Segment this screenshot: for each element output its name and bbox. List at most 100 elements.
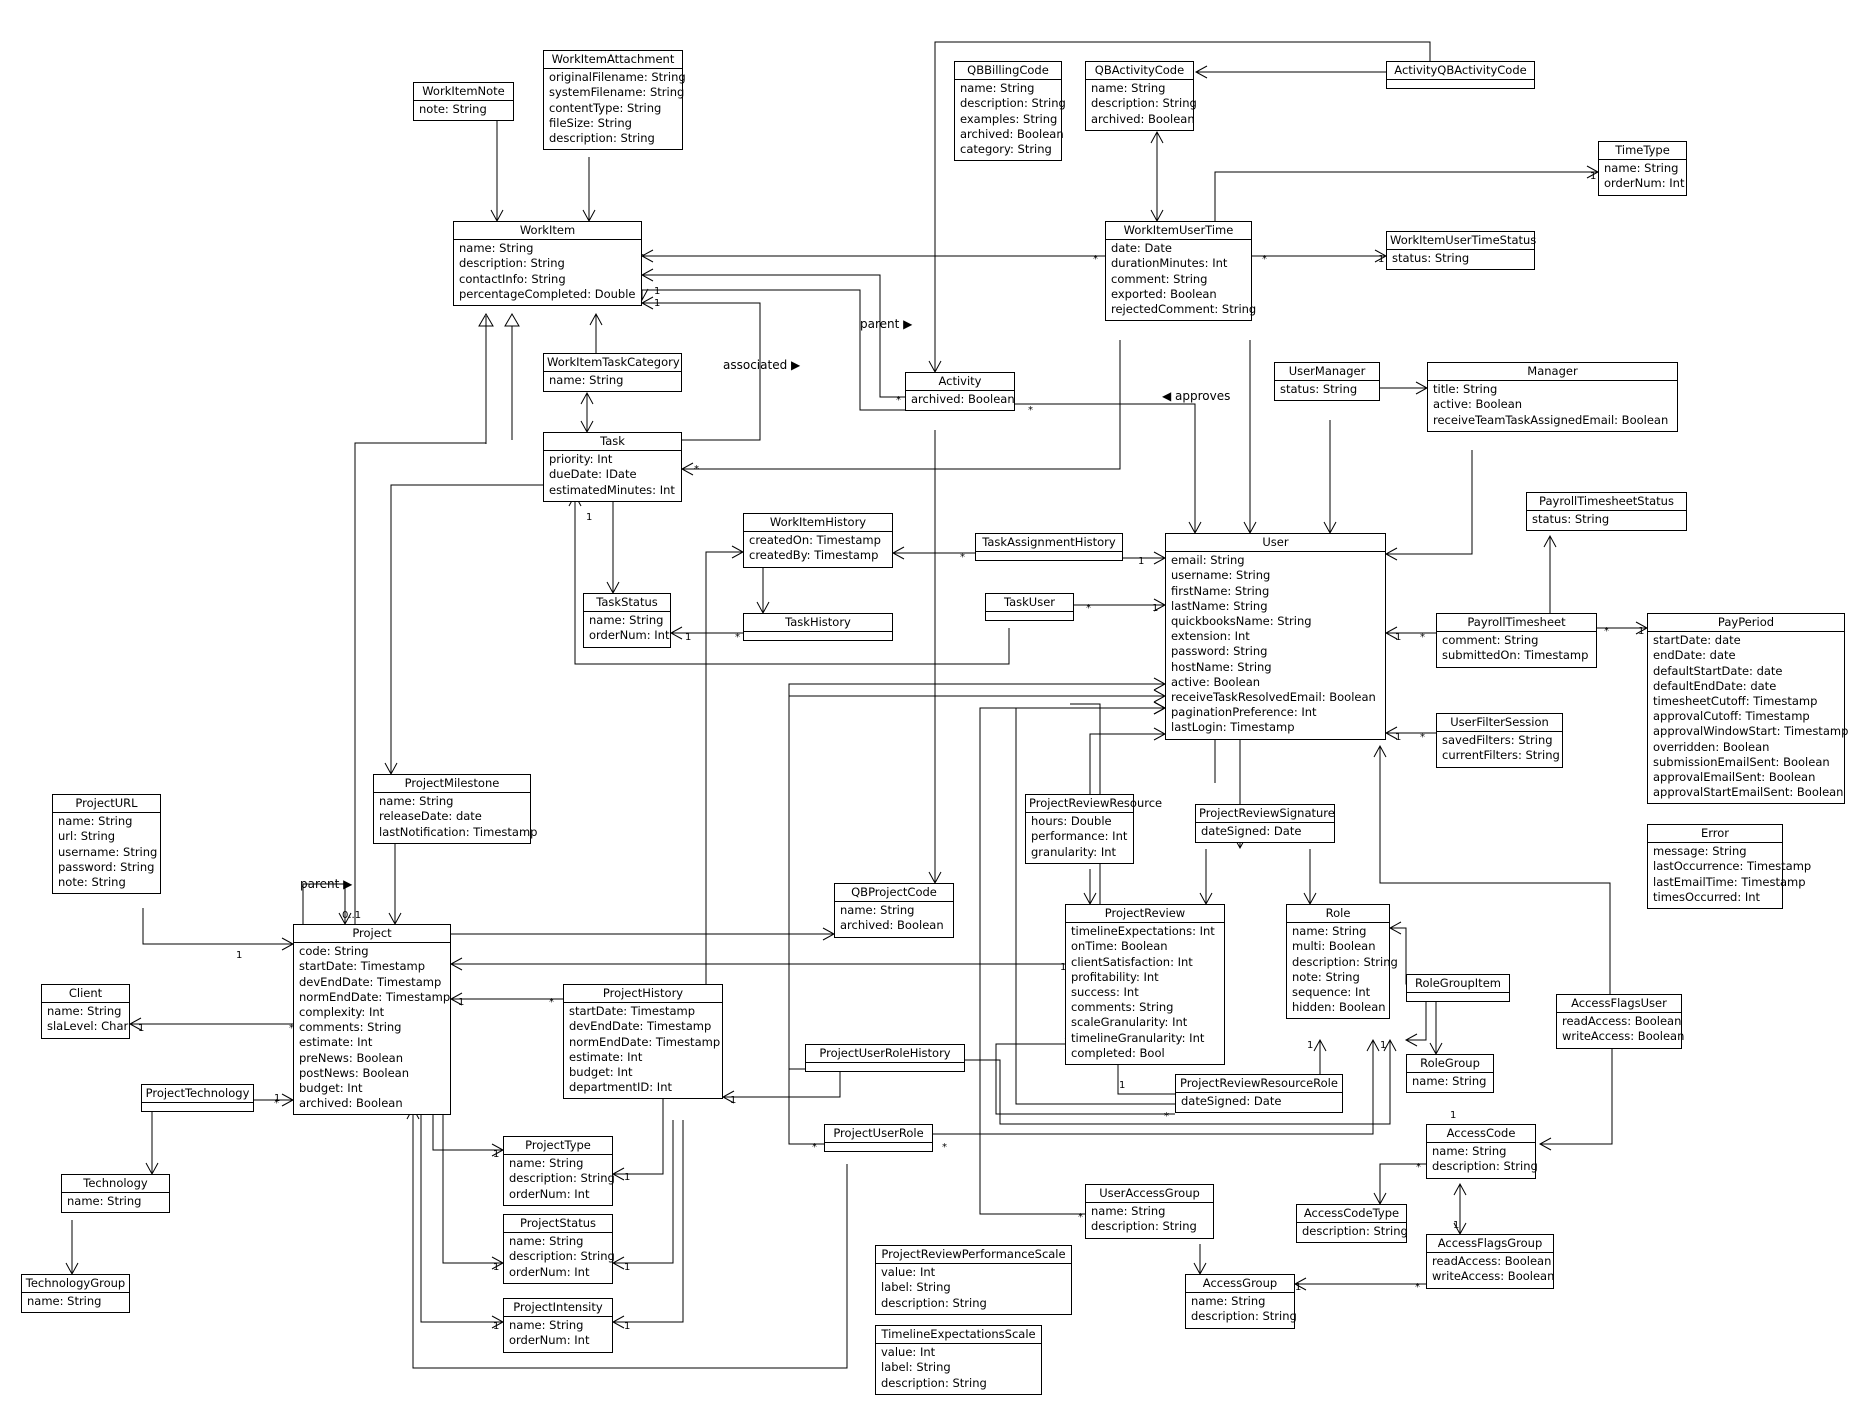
class-attributes [1387, 80, 1534, 88]
multiplicity-marker: * [1420, 732, 1425, 743]
class-attribute: archived: Boolean [960, 126, 1064, 141]
class-attribute: releaseDate: date [379, 809, 482, 824]
class-attributes [986, 612, 1073, 620]
association-line [995, 1043, 1175, 1115]
class-attribute: timesheetCutoff: Timestamp [1653, 694, 1818, 709]
navigation-arrowhead [640, 296, 654, 310]
class-attribute: status: String [1532, 512, 1610, 527]
class-attribute: description: String [1091, 96, 1197, 111]
class-attribute: orderNum: Int [509, 1186, 590, 1201]
class-attribute: originalFilename: String [549, 70, 686, 85]
multiplicity-marker: * [1164, 1111, 1169, 1122]
class-attribute: name: String [1412, 1074, 1487, 1089]
multiplicity-marker: * [1093, 254, 1098, 265]
class-attributes [744, 632, 892, 640]
multiplicity-marker: * [735, 632, 740, 643]
class-attribute: dateSigned: Date [1181, 1094, 1282, 1109]
multiplicity-marker: 1 [1138, 556, 1144, 567]
class-attribute: normEndDate: Timestamp [569, 1034, 721, 1049]
multiplicity-marker: * [274, 1098, 279, 1109]
navigation-arrowhead [1313, 1038, 1327, 1052]
class-attribute: username: String [58, 844, 158, 859]
association-line [723, 1064, 841, 1098]
class-name: Task [544, 433, 681, 452]
class-attribute: defaultStartDate: date [1653, 663, 1783, 678]
class-attribute: endDate: date [1653, 648, 1736, 663]
class-name: QBBillingCode [955, 62, 1061, 81]
class-attribute: startDate: date [1653, 633, 1741, 648]
class-name: ProjectTechnology [142, 1085, 253, 1104]
multiplicity-marker: 1 [1590, 171, 1596, 182]
class-attribute: archived: Boolean [299, 1096, 403, 1111]
association-line [432, 1108, 503, 1151]
class-name: AccessCodeType [1297, 1205, 1406, 1224]
class-attribute: budget: Int [569, 1065, 633, 1080]
class-attribute: name: String [509, 1318, 584, 1333]
multiplicity-marker: 1 [1119, 1080, 1125, 1091]
class-role-group-item: RoleGroupItem [1406, 974, 1510, 1003]
association-line [642, 274, 905, 398]
multiplicity-marker: 1 [236, 950, 242, 961]
class-attribute: name: String [509, 1234, 584, 1249]
class-name: ProjectMilestone [374, 775, 530, 794]
class-name: AccessGroup [1186, 1275, 1294, 1294]
multiplicity-marker: 1 [1453, 1220, 1459, 1231]
class-attribute: savedFilters: String [1442, 733, 1553, 748]
class-attribute: readAccess: Boolean [1562, 1014, 1682, 1029]
multiplicity-marker: 1 [586, 512, 592, 523]
class-attribute: createdOn: Timestamp [749, 533, 881, 548]
class-attribute: archived: Boolean [911, 392, 1015, 407]
class-attribute: receiveTeamTaskAssignedEmail: Boolean [1433, 412, 1669, 427]
class-project-technology: ProjectTechnology [141, 1084, 254, 1113]
navigation-arrowhead [1293, 1277, 1307, 1291]
class-attribute: sequence: Int [1292, 985, 1371, 1000]
class-name: ProjectUserRole [825, 1125, 932, 1144]
class-name: UserAccessGroup [1086, 1185, 1213, 1204]
class-attribute: onTime: Boolean [1071, 939, 1168, 954]
multiplicity-marker: 1 [493, 1262, 499, 1273]
class-name: PayrollTimesheetStatus [1527, 493, 1686, 512]
generalization-arrowhead [504, 313, 520, 327]
class-attribute: fileSize: String [549, 115, 632, 130]
class-attributes: status: String [1527, 511, 1686, 530]
class-attribute: lastLogin: Timestamp [1171, 720, 1295, 735]
class-name: AccessCode [1427, 1125, 1535, 1144]
class-attribute: name: String [1091, 1204, 1166, 1219]
class-attribute: timesOccurred: Int [1653, 889, 1761, 904]
class-attributes [1407, 993, 1509, 1001]
class-attribute: code: String [299, 944, 369, 959]
navigation-arrowhead [669, 626, 683, 640]
association-line [934, 41, 1431, 372]
association-line [302, 883, 346, 924]
association-line [788, 695, 1165, 1145]
multiplicity-marker: * [960, 552, 965, 563]
class-attribute: name: String [1292, 924, 1367, 939]
association-line [1540, 1045, 1613, 1145]
class-attribute: description: String [881, 1375, 987, 1390]
class-name: WorkItem [454, 222, 641, 241]
multiplicity-marker: * [812, 1142, 817, 1153]
class-name: Project [294, 925, 450, 944]
multiplicity-marker: 1 [730, 1095, 736, 1106]
class-attribute: systemFilename: String [549, 85, 685, 100]
class-attribute: status: String [1280, 382, 1358, 397]
navigation-arrowhead [1538, 1137, 1552, 1151]
